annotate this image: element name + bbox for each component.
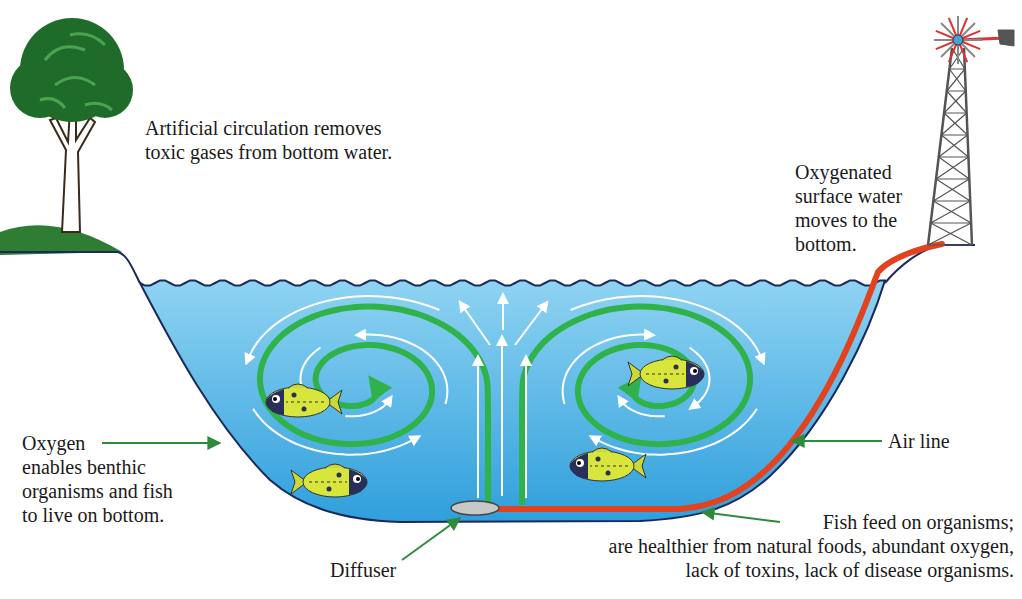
white-flow-arrow xyxy=(462,305,490,345)
fish-group xyxy=(266,356,704,497)
annotation-label: Artificial circulation removes toxic gas… xyxy=(145,116,399,164)
white-flow-arrow xyxy=(360,335,447,405)
white-flow-arrow xyxy=(501,340,503,496)
annotation-text: Fish feed on organisms; are healthier fr… xyxy=(609,511,1014,581)
fish xyxy=(628,356,704,389)
annotation-label: Diffuser xyxy=(330,558,403,582)
annotation-label: Fish feed on organisms; are healthier fr… xyxy=(602,510,1014,582)
windmill xyxy=(928,16,1014,245)
white-flow-arrow xyxy=(594,409,757,455)
annotation-text: Artificial circulation removes toxic gas… xyxy=(145,117,392,163)
tower-brace xyxy=(933,179,970,201)
white-flow-arrow xyxy=(345,400,389,417)
annotation-text: Oxygen enables benthic organisms and fis… xyxy=(22,432,173,526)
tower-brace xyxy=(941,113,967,135)
white-flow-arrow xyxy=(502,298,504,330)
tree-canopy xyxy=(10,58,70,118)
green-flow-arrow xyxy=(260,307,488,505)
diffuser xyxy=(451,501,499,515)
tower-brace xyxy=(939,135,969,157)
tower-brace xyxy=(928,223,972,245)
circulation-arrows xyxy=(248,296,762,505)
tower-brace xyxy=(944,91,967,113)
white-flow-arrow xyxy=(515,305,545,345)
fish xyxy=(570,448,646,481)
fish xyxy=(291,464,367,497)
fish xyxy=(266,384,342,417)
annotation-label: Oxygen enables benthic organisms and fis… xyxy=(22,431,179,527)
tower-brace xyxy=(931,201,971,223)
pond-water xyxy=(140,280,885,522)
annotation-text: Oxygenated surface water moves to the bo… xyxy=(795,161,902,255)
white-flow-arrow xyxy=(477,360,479,498)
white-flow-arrow xyxy=(563,335,650,405)
leaf-texture xyxy=(40,34,112,110)
tree-canopy xyxy=(77,62,133,118)
white-flow-arrow xyxy=(253,409,416,455)
tower-brace xyxy=(947,69,966,91)
annotation-label: Air line xyxy=(888,429,956,453)
green-flow-arrow xyxy=(522,307,750,505)
tower-brace xyxy=(936,157,969,179)
white-flow-arrow xyxy=(621,400,665,417)
annotation-text: Air line xyxy=(888,430,950,452)
air-line xyxy=(498,244,942,509)
tree-trunk xyxy=(50,110,95,232)
tree xyxy=(0,18,133,255)
white-flow-arrow xyxy=(571,296,763,360)
annotation-text: Diffuser xyxy=(330,559,396,581)
left-bank xyxy=(0,252,140,283)
white-flow-arrow xyxy=(525,360,527,498)
white-flow-arrow xyxy=(248,296,440,360)
right-bank xyxy=(885,245,975,283)
grass-hill xyxy=(0,225,122,255)
annotation-label: Oxygenated surface water moves to the bo… xyxy=(795,160,909,256)
